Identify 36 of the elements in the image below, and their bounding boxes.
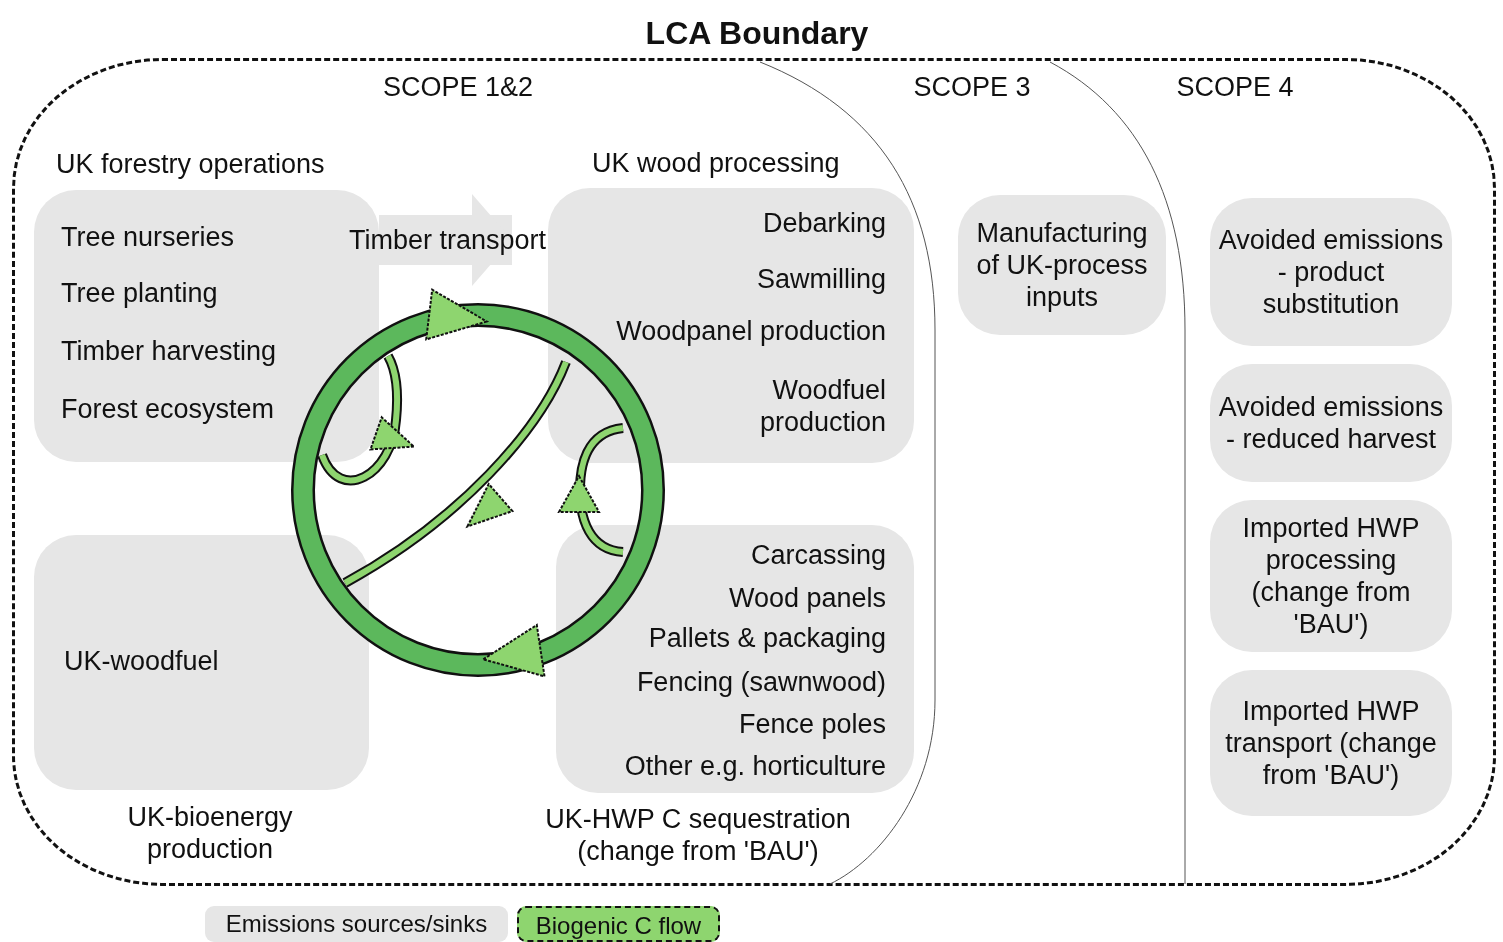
- process-label: Woodpanel production: [615, 315, 886, 347]
- emission-source-panel: [958, 195, 1166, 335]
- emission-source-panel: [1210, 500, 1452, 652]
- block-arrow: [379, 194, 512, 286]
- scope-label: SCOPE 4: [1175, 71, 1295, 103]
- boundary-label: LCA Boundary: [644, 14, 870, 53]
- process-label: Carcassing: [749, 539, 886, 571]
- edge-label: Timber transport: [349, 224, 547, 256]
- process-label: Debarking: [761, 207, 886, 239]
- process-label: Fence poles: [737, 708, 886, 740]
- panel-heading: UK-bioenergy production: [126, 801, 294, 865]
- panel-heading: UK wood processing: [592, 147, 841, 179]
- scope-label: SCOPE 1&2: [381, 71, 535, 103]
- process-label: Manufacturing of UK-process inputs: [975, 217, 1149, 313]
- process-label: Imported HWP processing (change from 'BAU'): [1241, 512, 1421, 640]
- process-label: Avoided emissions - reduced harvest: [1217, 391, 1445, 455]
- panel-heading: UK-HWP C sequestration (change from 'BAU'): [544, 803, 852, 867]
- scope-label: SCOPE 3: [912, 71, 1032, 103]
- process-label: Timber harvesting: [61, 335, 278, 367]
- emission-source-panel: [1210, 364, 1452, 482]
- process-label: Woodfuel production: [758, 374, 886, 438]
- process-label: Imported HWP transport (change from 'BAU'): [1224, 695, 1438, 791]
- legend-label: Biogenic C flow: [534, 911, 703, 941]
- process-label: UK-woodfuel: [64, 645, 220, 677]
- process-label: Fencing (sawnwood): [635, 666, 886, 698]
- process-label: Forest ecosystem: [61, 393, 276, 425]
- emission-source-panel: [1210, 198, 1452, 346]
- process-label: Sawmilling: [755, 263, 886, 295]
- panel-heading: UK forestry operations: [56, 148, 326, 180]
- process-label: Other e.g. horticulture: [623, 750, 886, 782]
- process-label: Tree planting: [61, 277, 219, 309]
- emission-source-panel: [1210, 670, 1452, 816]
- process-label: Avoided emissions - product substitution: [1217, 224, 1445, 320]
- process-label: Pallets & packaging: [647, 622, 886, 654]
- legend-label: Emissions sources/sinks: [224, 909, 489, 939]
- process-label: Wood panels: [727, 582, 886, 614]
